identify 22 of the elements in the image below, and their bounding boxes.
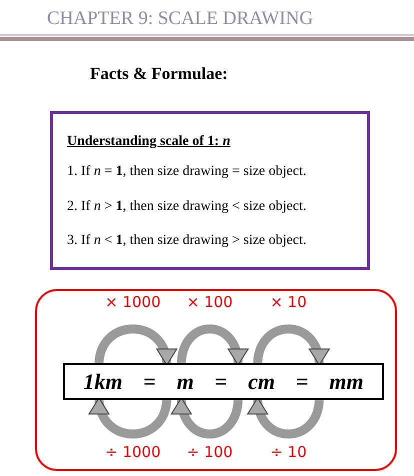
curved-arrow	[176, 324, 247, 366]
chapter-title: CHAPTER 9: SCALE DRAWING	[47, 8, 314, 30]
rule-text: 1. If n = 1, then size drawing = size object.	[67, 164, 306, 180]
equals-sign: =	[296, 368, 308, 396]
rule-text: 3. If n < 1, then size drawing > size object.	[67, 233, 306, 249]
unit-label: mm	[325, 365, 368, 398]
unit-label: m	[172, 365, 198, 398]
equals-sign: =	[143, 368, 156, 396]
unit-bar	[63, 363, 384, 400]
equals-sign: =	[214, 368, 228, 396]
curved-arrow	[253, 324, 328, 366]
curved-arrow	[172, 398, 243, 438]
info-box	[50, 111, 370, 270]
section-title: Facts & Formulae:	[90, 64, 228, 84]
rule-text: 2. If n > 1, then size drawing < size object.	[67, 199, 306, 215]
curved-arrow	[248, 398, 324, 438]
unit-label: cm	[244, 365, 280, 398]
conversion-panel	[35, 289, 397, 471]
curved-arrow	[94, 324, 176, 366]
section-heading: Understanding scale of 1: n	[67, 134, 230, 150]
curved-arrow	[90, 397, 172, 438]
unit-label: 1km	[79, 365, 127, 398]
